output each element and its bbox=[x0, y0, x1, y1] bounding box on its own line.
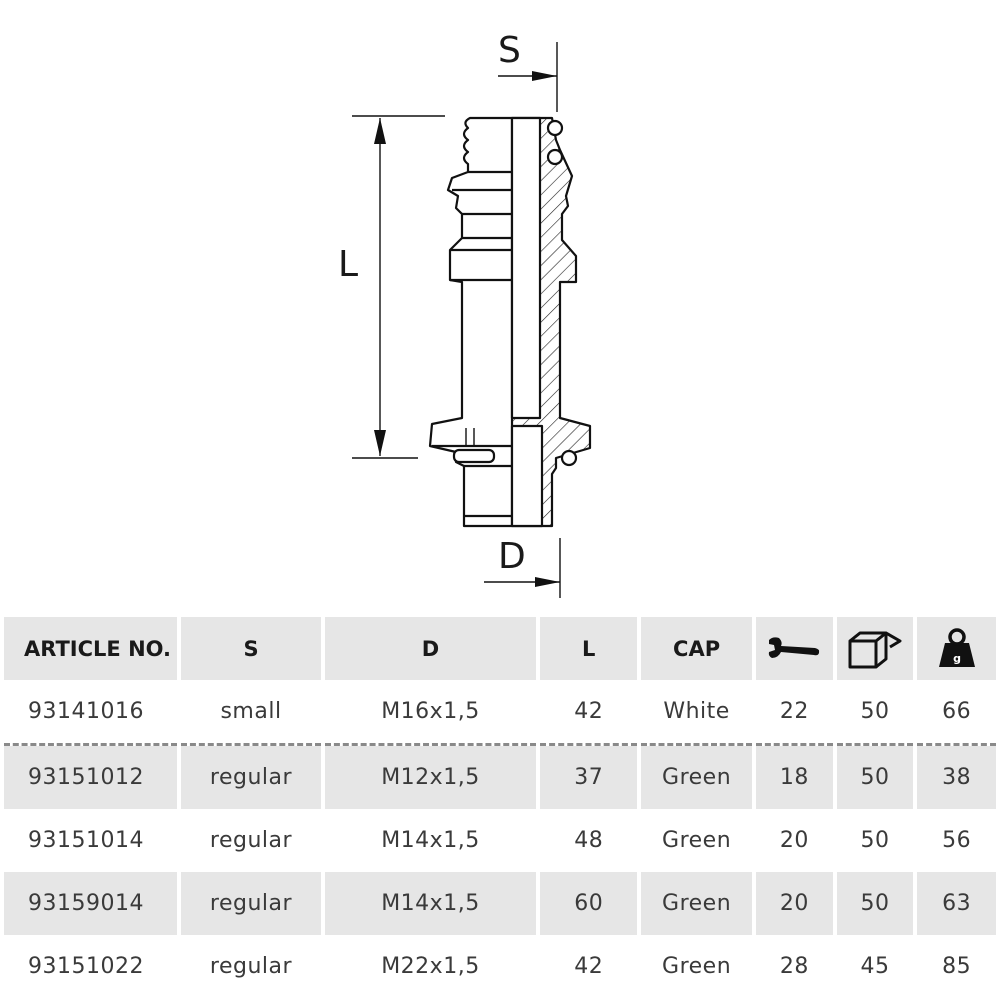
cell-s: small bbox=[181, 680, 321, 746]
dimension-d bbox=[484, 538, 561, 598]
header-cap: CAP bbox=[641, 617, 753, 680]
header-pack bbox=[836, 617, 914, 680]
cell-d: M14x1,5 bbox=[324, 872, 537, 935]
cell-pack: 50 bbox=[836, 872, 914, 935]
table-row: 93151012 regular M12x1,5 37 Green 18 50 … bbox=[4, 746, 996, 809]
cell-weight: 38 bbox=[917, 746, 996, 809]
table-header-row: ARTICLE NO. S D L CAP bbox=[4, 617, 996, 680]
table-row: 93151022 regular M22x1,5 42 Green 28 45 … bbox=[4, 935, 996, 998]
cell-d: M14x1,5 bbox=[381, 828, 480, 853]
header-article: ARTICLE NO. bbox=[4, 617, 178, 680]
cell-s: regular bbox=[181, 872, 321, 935]
box-icon bbox=[848, 631, 902, 668]
spec-table: ARTICLE NO. S D L CAP bbox=[0, 617, 1000, 998]
cell-l: 42 bbox=[574, 954, 604, 979]
cell-article: 93159014 bbox=[4, 872, 178, 935]
table-row: 93159014 regular M14x1,5 60 Green 20 50 … bbox=[4, 872, 996, 935]
cell-article: 93141016 bbox=[4, 680, 178, 746]
dimension-l bbox=[352, 115, 445, 459]
cell-weight: 66 bbox=[917, 680, 996, 746]
header-s: S bbox=[181, 617, 321, 680]
cell-weight: 63 bbox=[917, 872, 996, 935]
cell-d: M22x1,5 bbox=[381, 954, 480, 979]
cell-pack: 50 bbox=[836, 746, 914, 809]
cell-cap: Green bbox=[641, 746, 753, 809]
weight-icon: g bbox=[938, 627, 975, 667]
cell-l: 42 bbox=[540, 680, 638, 746]
cell-wrench: 20 bbox=[756, 872, 833, 935]
cell-cap: Green bbox=[662, 954, 732, 979]
fitting-section bbox=[510, 116, 592, 528]
label-s: S bbox=[498, 30, 521, 71]
cell-article: 93151012 bbox=[4, 746, 178, 809]
cell-l: 37 bbox=[540, 746, 638, 809]
dimension-s bbox=[498, 42, 558, 112]
cell-pack: 50 bbox=[836, 680, 914, 746]
table-row: 93151014 regular M14x1,5 48 Green 20 50 … bbox=[4, 809, 996, 872]
cell-d: M12x1,5 bbox=[324, 746, 537, 809]
cell-s: regular bbox=[181, 746, 321, 809]
cell-l: 60 bbox=[540, 872, 638, 935]
label-d: D bbox=[498, 536, 526, 577]
cell-weight: 85 bbox=[942, 954, 972, 979]
header-wrench bbox=[756, 617, 833, 680]
fitting-outline bbox=[428, 116, 512, 528]
cell-weight: 56 bbox=[942, 828, 972, 853]
technical-drawing: S L D bbox=[338, 30, 592, 598]
cell-wrench: 28 bbox=[779, 954, 809, 979]
cell-s: regular bbox=[209, 828, 293, 853]
cell-d: M16x1,5 bbox=[324, 680, 537, 746]
table-row: 93141016 small M16x1,5 42 White 22 50 66 bbox=[4, 680, 996, 746]
cell-cap: Green bbox=[641, 872, 753, 935]
cell-pack: 50 bbox=[860, 828, 890, 853]
cell-cap: Green bbox=[662, 828, 732, 853]
cell-pack: 45 bbox=[860, 954, 890, 979]
cell-s: regular bbox=[209, 954, 293, 979]
cell-wrench: 18 bbox=[756, 746, 833, 809]
cell-article: 93151014 bbox=[28, 828, 144, 853]
wrench-icon bbox=[769, 636, 820, 658]
header-d: D bbox=[324, 617, 537, 680]
cell-wrench: 20 bbox=[779, 828, 809, 853]
label-l: L bbox=[338, 244, 358, 285]
cell-cap: White bbox=[641, 680, 753, 746]
svg-text:g: g bbox=[953, 652, 961, 665]
cell-article: 93151022 bbox=[28, 954, 144, 979]
header-l: L bbox=[540, 617, 638, 680]
header-weight: g bbox=[917, 617, 996, 680]
cell-wrench: 22 bbox=[756, 680, 833, 746]
cell-l: 48 bbox=[574, 828, 604, 853]
